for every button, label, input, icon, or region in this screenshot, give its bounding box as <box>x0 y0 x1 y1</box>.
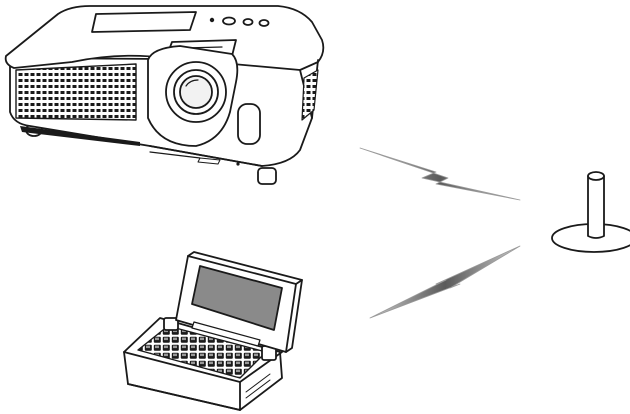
projector-button-2 <box>222 16 236 26</box>
projector-sensor-window <box>237 103 261 145</box>
projector-vent-grille <box>15 63 137 121</box>
projector-button-4 <box>258 19 270 27</box>
laptop-icon <box>123 251 303 411</box>
antenna-icon <box>551 171 630 253</box>
projector-button-3 <box>242 18 254 26</box>
projector-icon <box>4 5 325 185</box>
wireless-link-projector <box>359 147 521 201</box>
laptop-hinge-left <box>163 317 179 331</box>
antenna-mast <box>587 172 605 239</box>
laptop-screen <box>191 265 283 331</box>
projector-foot-rear <box>257 167 277 185</box>
wireless-signal-icon <box>359 147 521 319</box>
projector-top-panel <box>91 11 197 33</box>
projector-side-vent <box>301 69 319 121</box>
wireless-link-laptop <box>369 245 521 319</box>
projector-lens-glass <box>179 75 213 109</box>
projector-button-1 <box>209 17 215 23</box>
